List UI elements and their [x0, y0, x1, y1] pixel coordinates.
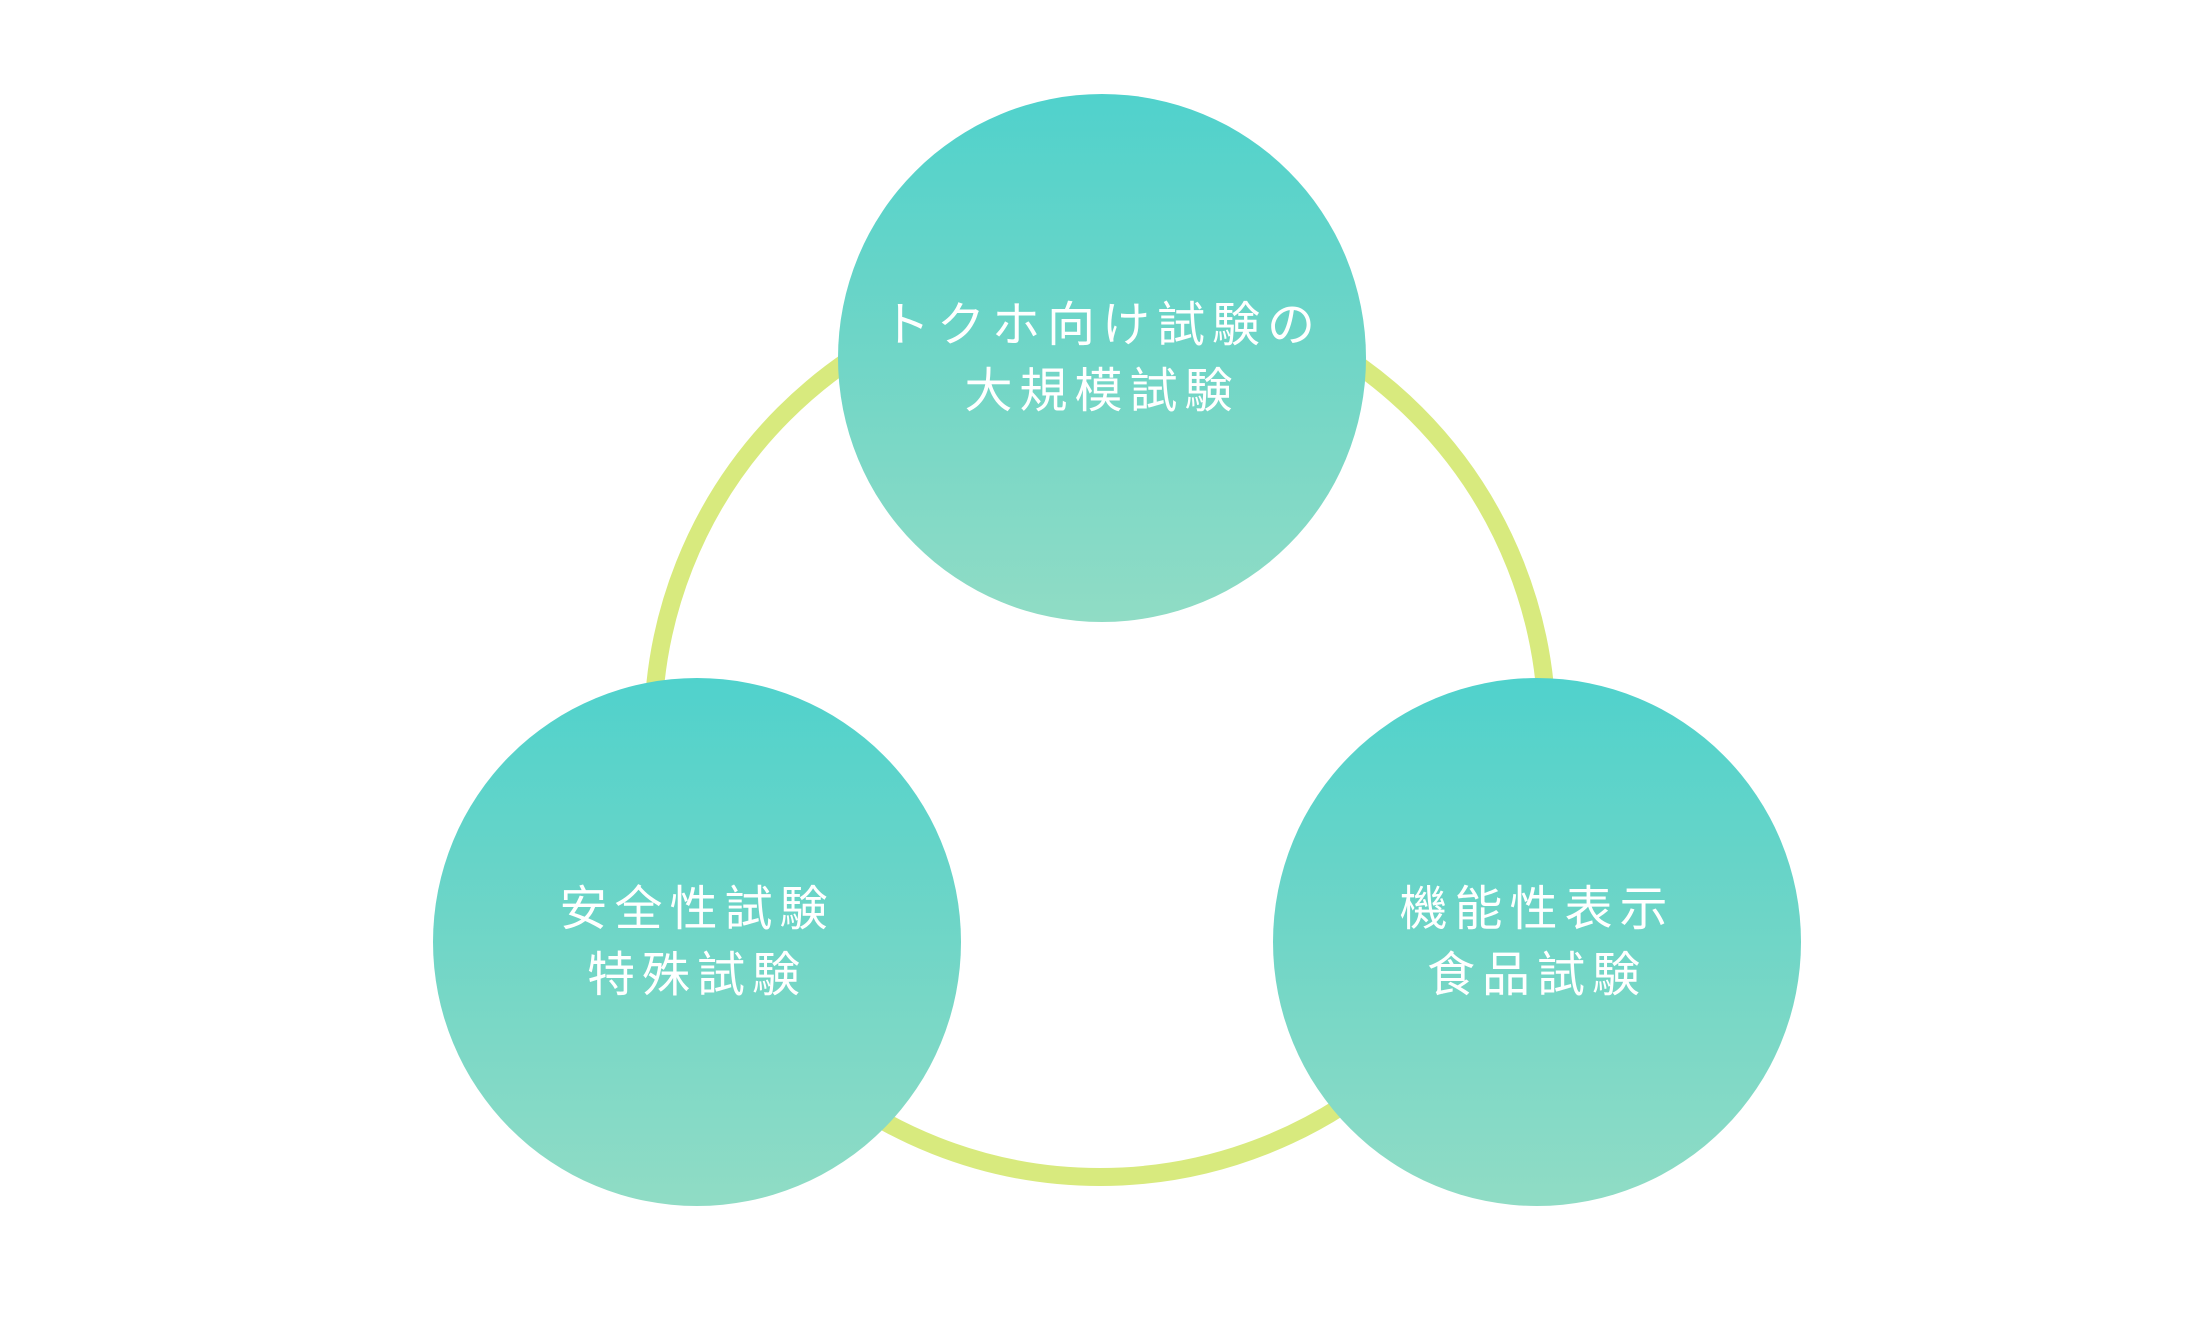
node-right-label: 機能性表示 食品試験	[1399, 876, 1674, 1008]
node-tokuho-large-scale-trial: トクホ向け試験の 大規模試験	[838, 94, 1366, 622]
node-safety-special-trial: 安全性試験 特殊試験	[433, 678, 961, 1206]
node-left-line-2: 特殊試験	[586, 947, 807, 1003]
node-top-label: トクホ向け試験の 大規模試験	[882, 292, 1322, 424]
node-top-line-2: 大規模試験	[964, 363, 1240, 419]
node-left-label: 安全性試験 特殊試験	[559, 876, 834, 1008]
node-top-line-1: トクホ向け試験の	[881, 297, 1322, 353]
node-functional-food-trial: 機能性表示 食品試験	[1273, 678, 1801, 1206]
node-left-line-1: 安全性試験	[559, 881, 835, 937]
node-right-line-1: 機能性表示	[1399, 881, 1675, 937]
node-right-line-2: 食品試験	[1426, 947, 1647, 1003]
